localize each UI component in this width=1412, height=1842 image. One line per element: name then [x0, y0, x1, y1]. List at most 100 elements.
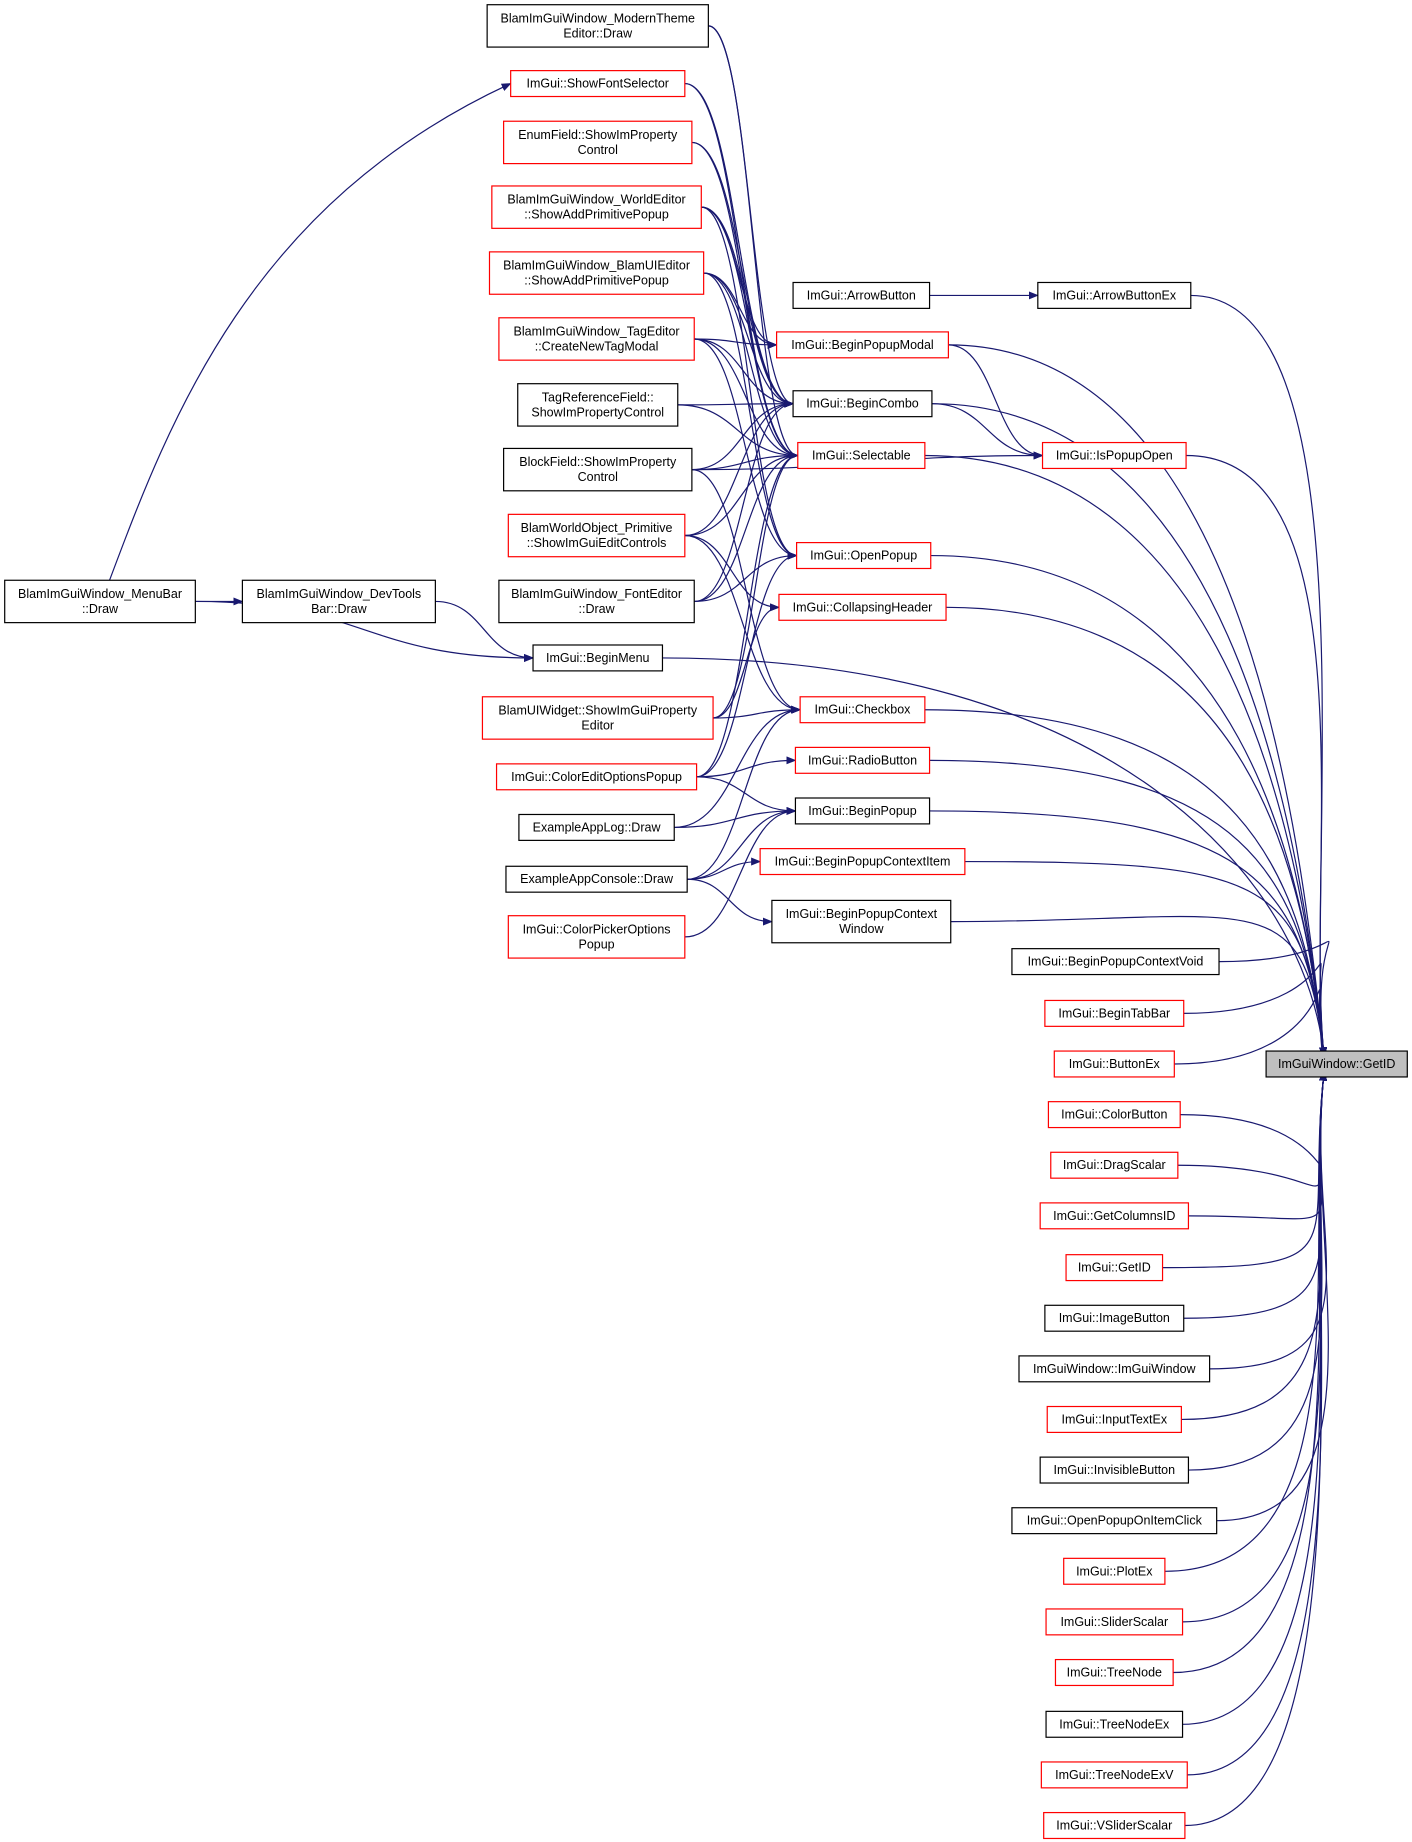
edge-colorpicker-to-beginpopup	[684, 806, 797, 938]
edge-applog-to-beginpopup	[674, 806, 797, 829]
node-label: ExampleAppConsole::Draw	[520, 872, 674, 886]
node-blamui[interactable]: BlamImGuiWindow_BlamUIEditor::ShowAddPri…	[488, 251, 705, 295]
node-label: BlamWorldObject_Primitive	[521, 521, 673, 535]
edge-dragscalar-to-target	[1177, 1070, 1328, 1187]
node-label: ImGui::BeginTabBar	[1058, 1006, 1170, 1020]
edge-appconsole-to-bpci	[687, 857, 762, 880]
node-box	[792, 281, 931, 309]
node-label: ImGui::ButtonEx	[1069, 1057, 1161, 1071]
node-box	[797, 441, 926, 470]
node-label: ImGui::TreeNodeEx	[1059, 1717, 1170, 1731]
node-dragscalar[interactable]: ImGui::DragScalar	[1050, 1151, 1179, 1179]
node-box	[1046, 1405, 1182, 1434]
edge-treenodeexv-to-target	[1187, 1070, 1328, 1776]
node-label: ::Draw	[579, 602, 616, 616]
node-box	[507, 915, 686, 959]
node-tagref: TagReferenceField::ShowImPropertyControl	[517, 383, 679, 427]
node-label: ImGui::InvisibleButton	[1054, 1463, 1176, 1477]
node-begintabbar[interactable]: ImGui::BeginTabBar	[1044, 999, 1185, 1027]
edge-blamui-to-selectable	[703, 272, 799, 460]
node-plotex[interactable]: ImGui::PlotEx	[1063, 1557, 1166, 1585]
node-vslider[interactable]: ImGui::VSliderScalar	[1043, 1811, 1186, 1840]
node-label: ImGui::RadioButton	[808, 753, 917, 767]
node-getid[interactable]: ImGui::GetID	[1065, 1254, 1164, 1282]
edge-appconsole-to-beginpopup	[687, 806, 797, 880]
node-selectable[interactable]: ImGui::Selectable	[797, 441, 926, 470]
edge-imagebutton-to-target	[1183, 1070, 1328, 1319]
edge-coloredit-to-selectable	[696, 451, 799, 778]
node-label: ImGui::BeginPopupModal	[791, 338, 933, 352]
node-enumfield[interactable]: EnumField::ShowImPropertyControl	[503, 120, 693, 165]
node-label: ImGui::DragScalar	[1063, 1158, 1166, 1172]
node-label: ImGuiWindow::ImGuiWindow	[1033, 1362, 1197, 1376]
node-ispopupopen[interactable]: ImGui::IsPopupOpen	[1041, 441, 1187, 470]
node-box	[4, 579, 196, 624]
node-layer: BlamImGuiWindow_ModernThemeEditor::DrawI…	[4, 4, 1408, 1840]
edge-fonteditor-to-openpopup	[694, 551, 798, 603]
node-box	[1011, 1507, 1218, 1535]
node-label: ImGui::SliderScalar	[1060, 1615, 1168, 1629]
node-box	[778, 593, 947, 621]
node-colorbutton[interactable]: ImGui::ColorButton	[1047, 1101, 1181, 1129]
node-label: BlamImGuiWindow_FontEditor	[511, 587, 682, 601]
node-label: BlamImGuiWindow_ModernTheme	[500, 11, 695, 25]
node-beginpopup: ImGui::BeginPopup	[794, 797, 931, 825]
edge-fonteditor-to-selectable	[694, 451, 799, 603]
node-bpci[interactable]: ImGui::BeginPopupContextItem	[759, 848, 966, 876]
node-label: ImGui::TreeNodeExV	[1055, 1768, 1174, 1782]
node-tageditor[interactable]: BlamImGuiWindow_TagEditor::CreateNewTagM…	[498, 317, 695, 361]
edge-appconsole-to-checkbox	[687, 705, 802, 880]
node-label: ImGui::BeginPopupContextItem	[775, 855, 951, 869]
node-box	[517, 383, 679, 427]
node-blockfield: BlockField::ShowImPropertyControl	[503, 447, 693, 492]
node-box	[1050, 1151, 1179, 1179]
node-checkbox[interactable]: ImGui::Checkbox	[799, 696, 926, 724]
edge-coloredit-to-radio	[696, 756, 797, 778]
node-worldeditor[interactable]: BlamImGuiWindow_WorldEditor::ShowAddPrim…	[491, 185, 702, 229]
node-sliderscalar[interactable]: ImGui::SliderScalar	[1045, 1608, 1184, 1636]
node-fonteditor: BlamImGuiWindow_FontEditor::Draw	[498, 579, 695, 624]
edge-applog-to-checkbox	[674, 705, 802, 829]
node-showfont[interactable]: ImGui::ShowFontSelector	[510, 70, 686, 98]
node-coloredit[interactable]: ImGui::ColorEditOptionsPopup	[495, 763, 698, 791]
node-columnsid[interactable]: ImGui::GetColumnsID	[1039, 1202, 1190, 1230]
node-treenodeexv[interactable]: ImGui::TreeNodeExV	[1040, 1761, 1188, 1789]
node-collapsing[interactable]: ImGui::CollapsingHeader	[778, 593, 947, 621]
node-label: ::ShowAddPrimitivePopup	[524, 274, 669, 288]
node-label: ImGui::ColorButton	[1061, 1108, 1167, 1122]
node-openpopup[interactable]: ImGui::OpenPopup	[796, 541, 932, 570]
node-buttonex[interactable]: ImGui::ButtonEx	[1053, 1050, 1175, 1078]
edge-openpopupclick-to-target	[1216, 1070, 1329, 1522]
node-box	[510, 70, 686, 98]
node-label: ImGui::Checkbox	[815, 703, 912, 717]
node-beginpopupmodal[interactable]: ImGui::BeginPopupModal	[775, 331, 949, 359]
edge-invisible-to-target	[1188, 1070, 1328, 1471]
node-label: BlamImGuiWindow_DevTools	[257, 587, 422, 601]
node-label: ImGui::ColorPickerOptions	[523, 922, 671, 936]
edge-collapsing-to-target	[946, 606, 1328, 1058]
node-box	[1053, 1050, 1175, 1078]
node-target: ImGuiWindow::GetID	[1265, 1050, 1408, 1078]
node-label: ExampleAppLog::Draw	[533, 820, 662, 834]
node-treenode[interactable]: ImGui::TreeNode	[1054, 1658, 1174, 1687]
node-box	[1018, 1355, 1211, 1383]
node-label: ImGui::InputTextEx	[1061, 1412, 1167, 1426]
node-box	[775, 331, 949, 359]
node-box	[1044, 999, 1185, 1027]
node-label: ::ShowImGuiEditControls	[527, 536, 667, 550]
edge-fonteditor-to-begincombo	[694, 399, 795, 603]
node-radio[interactable]: ImGui::RadioButton	[794, 746, 931, 774]
node-box	[759, 848, 966, 876]
node-inputtextex[interactable]: ImGui::InputTextEx	[1046, 1405, 1182, 1434]
node-label: ImGui::VSliderScalar	[1056, 1819, 1172, 1833]
node-box	[518, 813, 675, 841]
node-worldobj[interactable]: BlamWorldObject_Primitive::ShowImGuiEdit…	[507, 513, 686, 558]
edge-modern-to-selectable	[708, 25, 799, 460]
edge-coloredit-to-beginpopup	[696, 776, 797, 815]
node-label: BlamUIWidget::ShowImGuiProperty	[498, 703, 697, 717]
edge-worldeditor-to-selectable	[701, 206, 799, 460]
edge-ispopupopen-to-target	[1186, 454, 1328, 1058]
